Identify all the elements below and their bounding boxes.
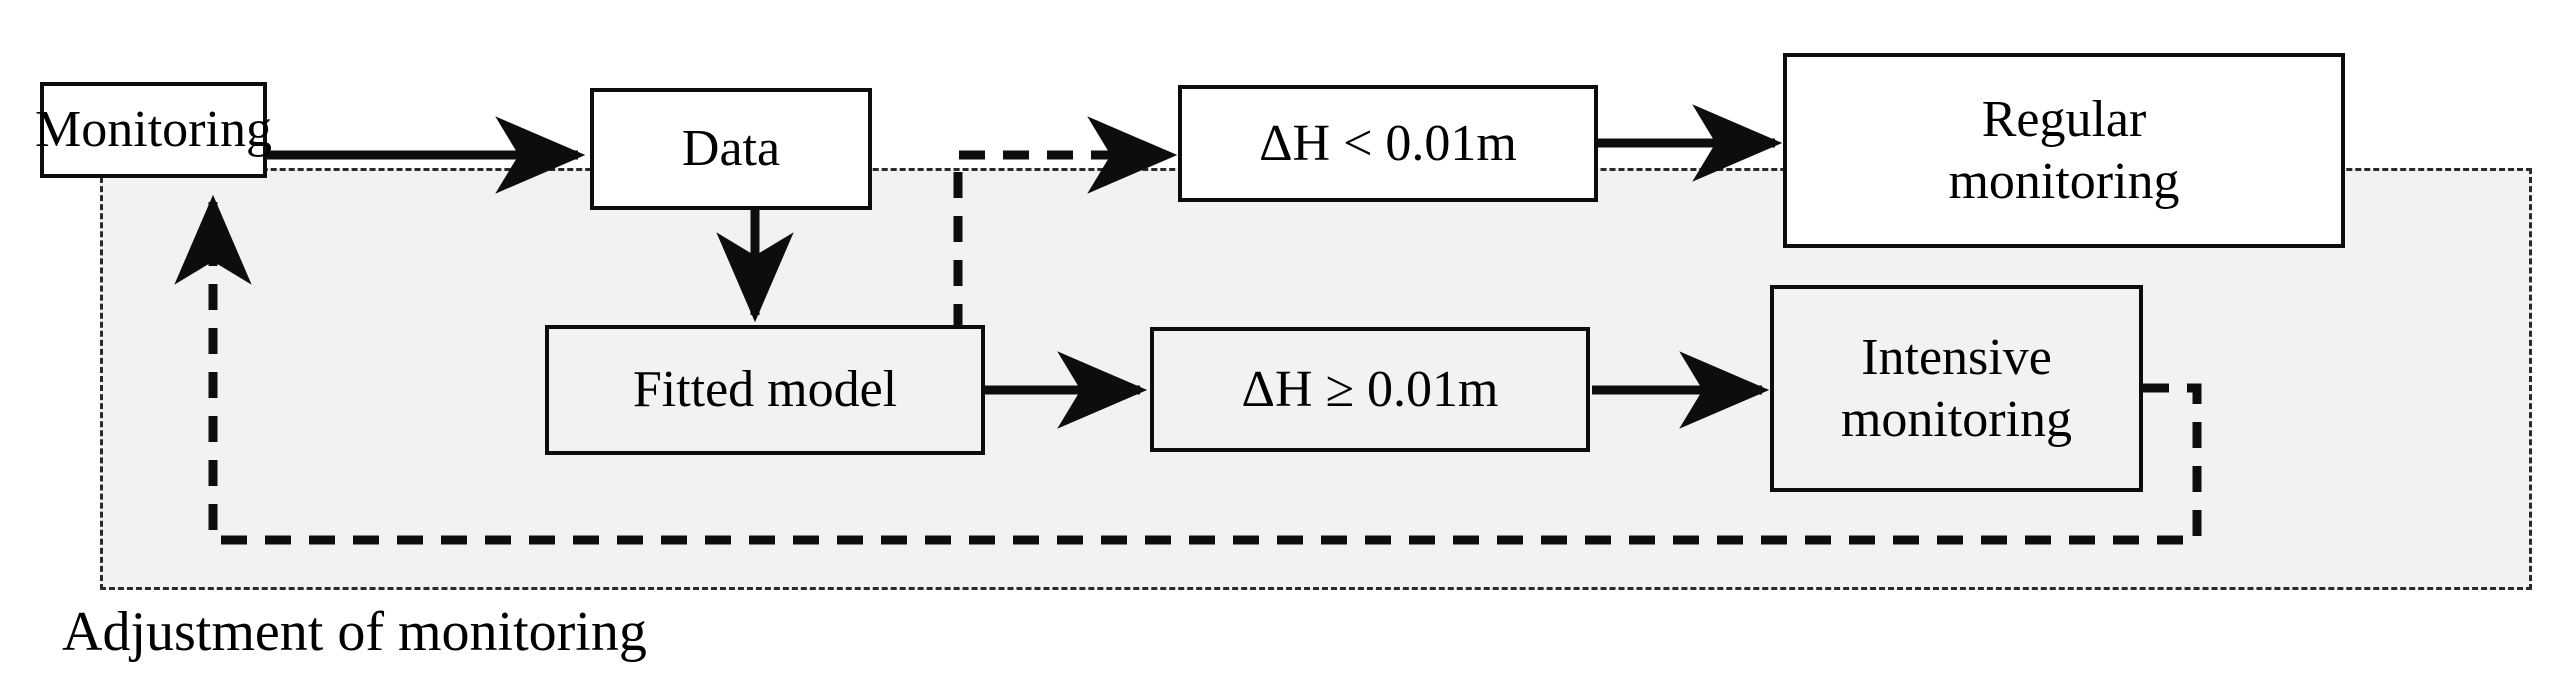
- node-regular-monitoring[interactable]: Regular monitoring: [1783, 53, 2345, 248]
- node-fitted-model[interactable]: Fitted model: [545, 325, 985, 455]
- node-monitoring-label: Monitoring: [35, 101, 272, 159]
- adjustment-region-caption-label: Adjustment of monitoring: [62, 601, 647, 663]
- node-intensive-monitoring-label: Intensive monitoring: [1840, 329, 2073, 448]
- adjustment-region-caption: Adjustment of monitoring: [62, 600, 647, 664]
- node-intensive-monitoring[interactable]: Intensive monitoring: [1770, 285, 2143, 492]
- node-regular-monitoring-label: Regular monitoring: [1948, 91, 2180, 210]
- node-delta-h-geq-label: ΔH ≥ 0.01m: [1241, 360, 1499, 418]
- node-fitted-model-label: Fitted model: [632, 361, 898, 419]
- node-delta-h-less-label: ΔH < 0.01m: [1259, 114, 1517, 172]
- node-data[interactable]: Data: [590, 88, 872, 210]
- node-delta-h-less[interactable]: ΔH < 0.01m: [1178, 85, 1598, 202]
- node-monitoring[interactable]: Monitoring: [35, 82, 272, 178]
- node-delta-h-geq[interactable]: ΔH ≥ 0.01m: [1150, 327, 1590, 452]
- node-data-label: Data: [681, 120, 781, 178]
